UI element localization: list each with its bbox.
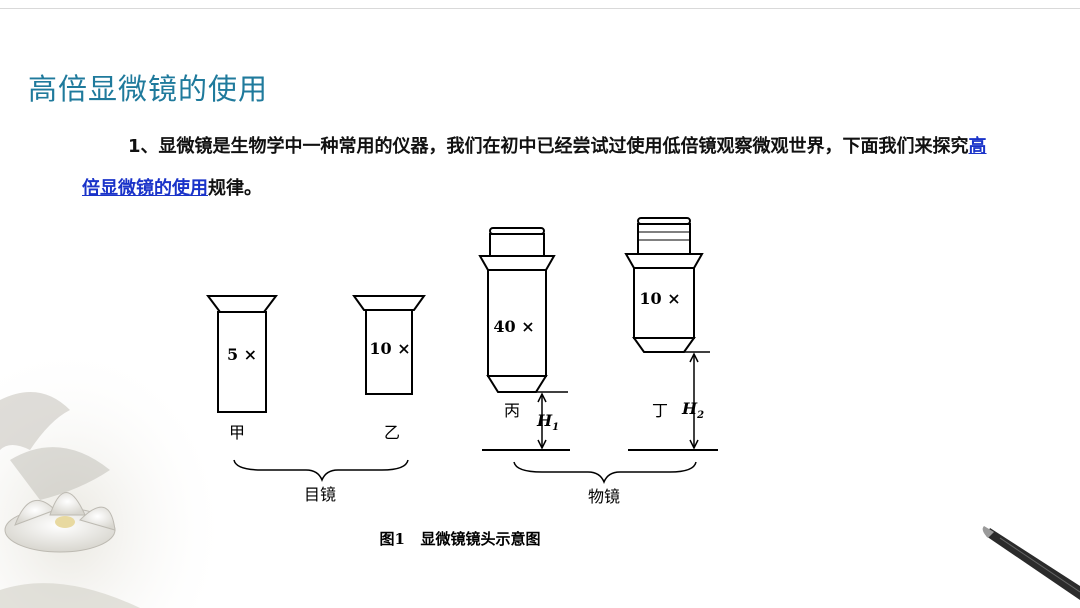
eyepiece-yi-mag: 10 × [369, 339, 410, 358]
lotus-decoration-image [0, 340, 230, 608]
eyepiece-jia-label: 甲 [229, 423, 245, 442]
objective-bing: 40 × 丙 H1 [480, 228, 570, 450]
eyepiece-jia-mag: 5 × [227, 345, 257, 364]
microscope-lens-diagram: 5 × 甲 10 × 乙 40 × 丙 H1 10 × 丁 [202, 210, 722, 560]
brush-decoration-image [980, 508, 1080, 608]
slide-title: 高倍显微镜的使用 [28, 66, 268, 108]
eyepiece-yi: 10 × 乙 [354, 296, 424, 442]
paragraph-text: 1、显微镜是生物学中一种常用的仪器，我们在初中已经尝试过使用低倍镜观察微观世界，… [128, 136, 969, 157]
objective-ding-label: 丁 [652, 401, 668, 420]
objective-bing-label: 丙 [504, 401, 520, 420]
top-divider [0, 8, 1080, 9]
objective-bing-mag: 40 × [493, 317, 534, 336]
paragraph-end: 规律。 [208, 178, 262, 199]
objective-ding-mag: 10 × [639, 289, 680, 308]
eyepiece-group-label: 目镜 [304, 485, 336, 504]
objective-ding: 10 × 丁 H2 [626, 218, 718, 450]
distance-h1-label: H1 [536, 411, 559, 433]
distance-h2-label: H2 [681, 399, 704, 421]
eyepiece-brace: 目镜 [234, 460, 408, 504]
objective-brace: 物镜 [514, 462, 696, 506]
eyepiece-jia: 5 × 甲 [208, 296, 276, 442]
objective-group-label: 物镜 [588, 487, 620, 506]
intro-paragraph: 1、显微镜是生物学中一种常用的仪器，我们在初中已经尝试过使用低倍镜观察微观世界，… [82, 126, 1002, 210]
figure-caption: 图1 显微镜镜头示意图 [379, 530, 540, 548]
eyepiece-yi-label: 乙 [384, 423, 400, 442]
